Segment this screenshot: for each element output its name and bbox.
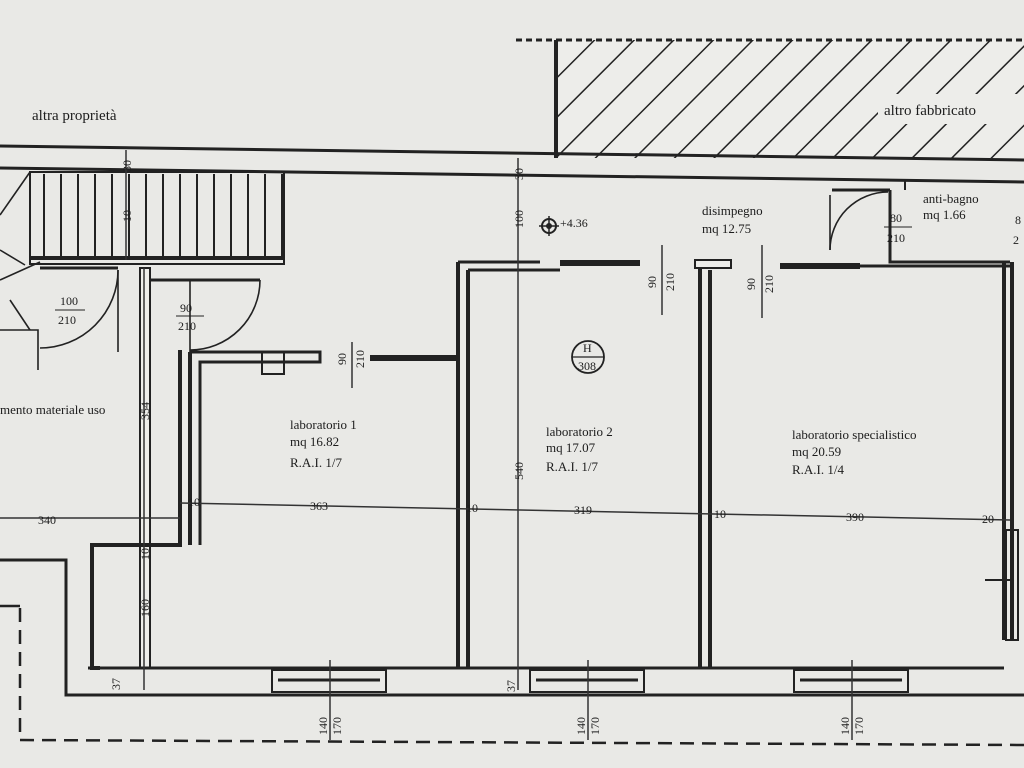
- lab2-door-label: 90 210: [645, 273, 677, 291]
- anti-bath-name: anti-bagno: [923, 191, 979, 206]
- window-1-width: 140: [316, 717, 330, 735]
- storage-door-height: 210: [178, 319, 196, 333]
- stair-door: [39, 266, 119, 352]
- lab-spec-area: mq 20.59: [792, 444, 841, 459]
- dim-37-b-wrap: 37: [504, 680, 518, 692]
- dashed-boundary: [0, 604, 1024, 747]
- dim-540: 540: [512, 462, 526, 480]
- window-2-label: 140 170: [574, 717, 602, 735]
- anti-bath-area: mq 1.66: [923, 207, 966, 222]
- top-outer-wall: [0, 144, 1024, 184]
- lab-spec-name: laboratorio specialistico: [792, 427, 917, 442]
- dim-354: 354: [138, 402, 152, 420]
- dim-354-wrap: 354: [138, 402, 152, 420]
- anti-bath-door-height: 210: [887, 231, 905, 245]
- elevation-marker: [539, 216, 559, 236]
- window-1-label: 140 170: [316, 717, 344, 735]
- window-3-label: 140 170: [838, 717, 866, 735]
- interior-walls: [0, 180, 1024, 697]
- dim-363: 363: [310, 499, 328, 513]
- lab-spec-door-width: 90: [744, 278, 758, 290]
- dim-30-a-wrap: 30: [120, 160, 134, 172]
- lab1-door-width: 90: [335, 353, 349, 365]
- window-1-height: 170: [330, 717, 344, 735]
- dim-10-v-wrap: 10: [120, 210, 134, 222]
- dim-340: 340: [38, 513, 56, 527]
- stair-door-height: 210: [58, 313, 76, 327]
- dim-160: 160: [138, 599, 152, 617]
- staircase: [0, 171, 285, 370]
- dim-160-wrap: 160: [138, 599, 152, 617]
- dim-30-b: 30: [512, 168, 526, 180]
- dim-10-v2: 10: [138, 548, 152, 560]
- storage-room-label: mento materiale uso: [0, 402, 105, 417]
- dim-10-a: 10: [188, 495, 200, 509]
- dim-10-b: 10: [466, 501, 478, 515]
- lab-spec-door-label: 90 210: [744, 275, 776, 293]
- height-mark-letter: H: [583, 341, 592, 355]
- storage-door: [150, 278, 261, 352]
- window-2-width: 140: [574, 717, 588, 735]
- lab1-door-label: 90 210: [335, 350, 367, 368]
- windows: [271, 669, 909, 693]
- vertical-dimension-lines: [125, 150, 853, 740]
- lab2-rai: R.A.I. 1/7: [546, 459, 599, 474]
- height-mark-value: 308: [578, 359, 596, 373]
- lab2-door-height: 210: [663, 273, 677, 291]
- edge-door-height: 2: [1013, 233, 1019, 247]
- dim-37-b: 37: [504, 680, 518, 692]
- lab1-name: laboratorio 1: [290, 417, 357, 432]
- dim-30-a: 30: [120, 160, 134, 172]
- lab2-door-width: 90: [645, 276, 659, 288]
- dim-37-a-wrap: 37: [109, 678, 123, 690]
- height-mark: [571, 340, 605, 374]
- edge-door-width: 8: [1015, 213, 1021, 227]
- dim-10-v2-wrap: 10: [138, 548, 152, 560]
- dim-100-wrap: 100: [512, 210, 526, 228]
- neighbor-property-label: altra proprietà: [32, 108, 117, 124]
- lab-spec-rai: R.A.I. 1/4: [792, 462, 845, 477]
- dim-100: 100: [512, 210, 526, 228]
- dim-10-c: 10: [714, 507, 726, 521]
- dim-30-b-wrap: 30: [512, 168, 526, 180]
- dim-319: 319: [574, 503, 592, 517]
- dim-20: 20: [982, 512, 994, 526]
- window-3-width: 140: [838, 717, 852, 735]
- corridor-name: disimpegno: [702, 203, 763, 218]
- dim-390: 390: [846, 510, 864, 524]
- other-building-label-bg: [878, 94, 1024, 124]
- dim-540-wrap: 540: [512, 462, 526, 480]
- window-3-height: 170: [852, 717, 866, 735]
- other-building-label: altro fabbricato: [884, 103, 976, 119]
- anti-bath-door: [829, 191, 889, 251]
- lab-spec-door-height: 210: [762, 275, 776, 293]
- dim-10-v: 10: [120, 210, 134, 222]
- lab1-area: mq 16.82: [290, 434, 339, 449]
- dim-37-a: 37: [109, 678, 123, 690]
- lab2-area: mq 17.07: [546, 440, 596, 455]
- stair-door-width: 100: [60, 294, 78, 308]
- storage-door-width: 90: [180, 301, 192, 315]
- anti-bath-door-width: 80: [890, 211, 902, 225]
- elevation-label: +4.36: [560, 216, 588, 230]
- lab2-name: laboratorio 2: [546, 424, 613, 439]
- corridor-area: mq 12.75: [702, 221, 751, 236]
- lab1-rai: R.A.I. 1/7: [290, 455, 343, 470]
- lab1-door-height: 210: [353, 350, 367, 368]
- window-2-height: 170: [588, 717, 602, 735]
- horizontal-dimension-line: [0, 502, 1011, 521]
